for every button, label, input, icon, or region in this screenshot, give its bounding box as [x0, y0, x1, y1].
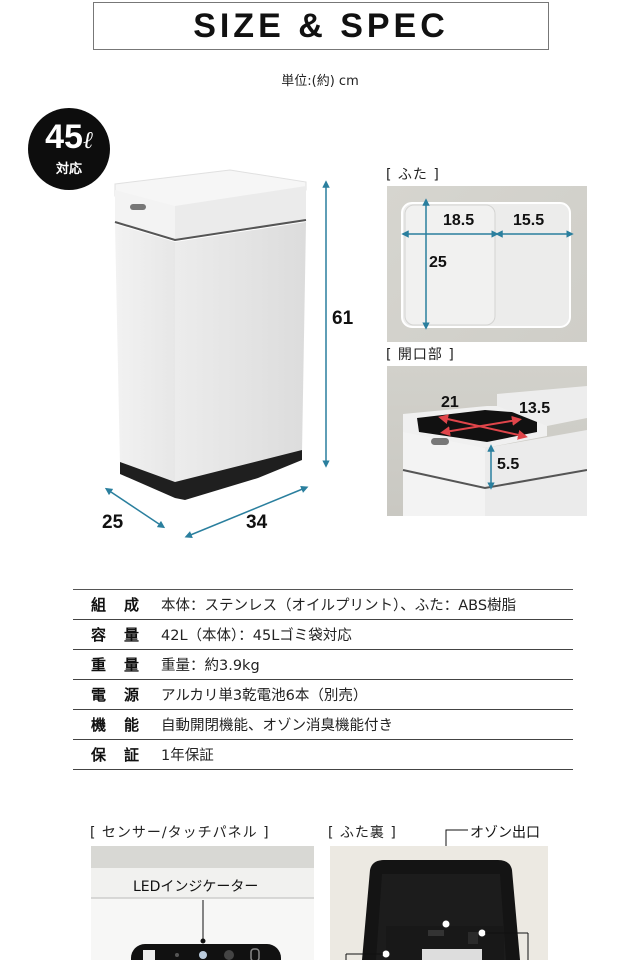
lid-depth: 25	[429, 254, 447, 271]
opening-diagonal-b: 13.5	[519, 400, 551, 417]
spec-value: 重量：約3.9kg	[161, 658, 260, 674]
spec-label: 機能	[91, 716, 158, 734]
height-dimension: 61	[332, 308, 354, 329]
page-title: SIZE & SPEC	[193, 6, 449, 45]
badge-capacity-unit: ℓ	[82, 126, 93, 154]
spec-row-power: 電源 アルカリ単3乾電池6本（別売）	[73, 680, 573, 710]
badge-subtitle: 対応	[55, 162, 82, 177]
spec-label: 容量	[91, 626, 158, 644]
spec-value: 42L（本体）：45Lゴミ袋対応	[161, 628, 352, 644]
lid-top-icon	[401, 198, 574, 330]
spec-row-warranty: 保証 1年保証	[73, 740, 573, 770]
bin-opening-icon	[402, 386, 587, 516]
lid-back-photo	[330, 846, 548, 960]
lid-caption: [ ふた ]	[386, 167, 440, 183]
spec-label: 電源	[91, 686, 158, 704]
spec-value: 本体：ステンレス（オイルプリント）、ふた：ABS樹脂	[161, 598, 517, 614]
spec-row-function: 機能 自動開閉機能、オゾン消臭機能付き	[73, 710, 573, 740]
spec-label: 組成	[91, 596, 158, 614]
spec-table: 組成 本体：ステンレス（オイルプリント）、ふた：ABS樹脂 容量 42L（本体）…	[73, 589, 573, 770]
spec-label: 保証	[91, 746, 158, 764]
spec-row-capacity: 容量 42L（本体）：45Lゴミ袋対応	[73, 620, 573, 650]
sensor-photo: LEDインジケーター	[91, 846, 314, 960]
badge-capacity: 45ℓ	[28, 118, 110, 159]
lid-underside-icon	[345, 860, 529, 960]
spec-row-composition: 組成 本体：ステンレス（オイルプリント）、ふた：ABS樹脂	[73, 590, 573, 620]
capacity-badge: 45ℓ 対応	[28, 108, 110, 190]
spec-label: 重量	[91, 656, 158, 674]
unit-note: 単位:(約) cm	[281, 74, 359, 89]
main-product-illustration: 61 25 34	[80, 160, 370, 550]
lid-right-width: 15.5	[513, 212, 545, 229]
trash-bin-icon	[104, 169, 330, 539]
spec-value: 1年保証	[161, 748, 214, 764]
opening-caption: [ 開口部 ]	[386, 347, 455, 363]
spec-value: アルカリ単3乾電池6本（別売）	[161, 688, 368, 704]
lid-photo: 18.5 15.5 25	[387, 186, 587, 342]
title-box: SIZE & SPEC	[93, 2, 549, 50]
width-dimension: 34	[246, 512, 268, 533]
depth-dimension: 25	[102, 512, 124, 533]
lid-left-width: 18.5	[443, 212, 475, 229]
sensor-panel-icon	[91, 846, 314, 960]
spec-row-weight: 重量 重量：約3.9kg	[73, 650, 573, 680]
sensor-caption: [ センサー/タッチパネル ]	[90, 825, 270, 841]
led-indicator-callout: LEDインジケーター	[133, 879, 259, 895]
badge-capacity-number: 45	[45, 118, 83, 156]
rim-height: 5.5	[497, 456, 520, 473]
lid-back-caption: [ ふた裏 ]	[328, 825, 397, 841]
opening-photo: 21 13.5 5.5	[387, 366, 587, 516]
opening-diagonal-a: 21	[441, 394, 459, 411]
spec-value: 自動開閉機能、オゾン消臭機能付き	[161, 718, 393, 734]
ozone-outlet-callout: オゾン出口	[470, 825, 540, 841]
